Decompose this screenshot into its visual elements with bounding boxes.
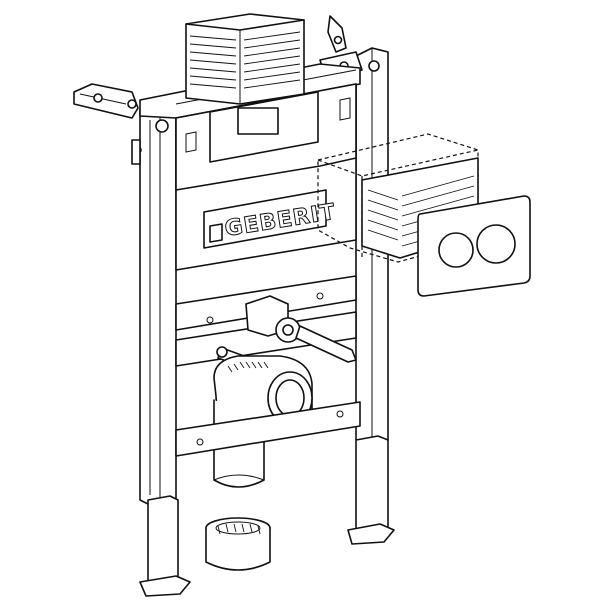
water-supply-valve — [245, 295, 357, 363]
frame-upright-left — [131, 99, 177, 511]
wall-bracket-left — [73, 83, 139, 119]
wall-bracket-right — [327, 15, 347, 53]
small-flush-button — [438, 232, 474, 268]
frame-crossbar-bottom — [175, 401, 361, 457]
cistern-cover — [185, 13, 305, 105]
large-flush-button — [476, 224, 516, 264]
drain-connector — [205, 517, 271, 571]
frame-feet — [139, 435, 395, 597]
flush-plate — [417, 195, 531, 297]
